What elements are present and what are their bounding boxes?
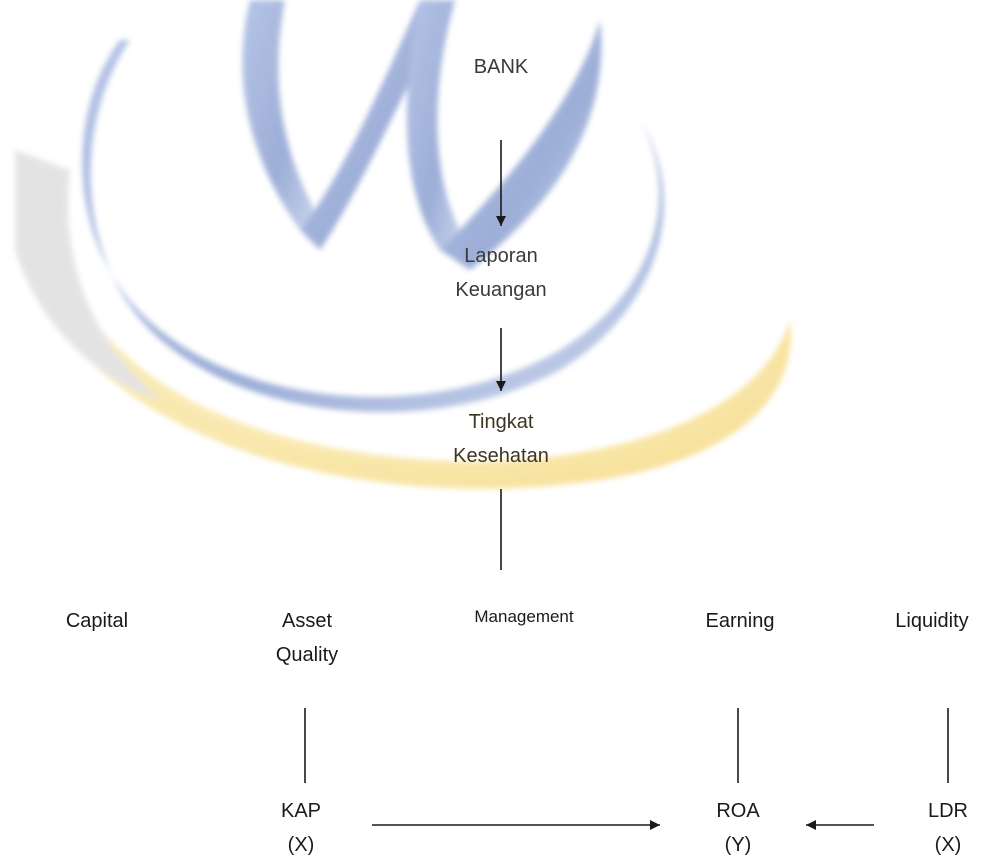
node-roa-line1: ROA — [716, 800, 760, 822]
node-kap: KAP (X) — [281, 794, 321, 862]
node-asset-line2: Quality — [275, 644, 339, 666]
node-liquidity: Liquidity — [895, 604, 968, 638]
node-earning: Earning — [706, 604, 775, 638]
node-ldr-line1: LDR — [927, 800, 969, 822]
node-laporan-keuangan: Laporan Keuangan — [455, 239, 546, 307]
node-ldr-line2: (X) — [934, 834, 962, 856]
node-bank: BANK — [474, 50, 528, 84]
node-capital-label: Capital — [65, 610, 129, 632]
node-kap-line1: KAP — [280, 800, 322, 822]
node-tingkat-line2: Kesehatan — [453, 445, 549, 467]
node-earning-label: Earning — [705, 610, 775, 632]
node-kap-line2: (X) — [287, 834, 315, 856]
node-roa-line2: (Y) — [724, 834, 752, 856]
node-bank-label: BANK — [473, 56, 529, 78]
node-management: Management — [474, 603, 573, 631]
node-laporan-line2: Keuangan — [455, 279, 547, 301]
node-tingkat-line1: Tingkat — [468, 411, 534, 433]
node-capital: Capital — [66, 604, 128, 638]
node-ldr: LDR (X) — [928, 794, 968, 862]
node-tingkat-kesehatan: Tingkat Kesehatan — [453, 405, 549, 473]
node-roa: ROA (Y) — [716, 794, 759, 862]
node-management-label: Management — [474, 607, 574, 626]
node-asset-quality: Asset Quality — [276, 604, 338, 672]
node-laporan-line1: Laporan — [464, 245, 538, 267]
watermark-logo — [15, 0, 791, 489]
node-asset-line1: Asset — [281, 610, 333, 632]
node-liquidity-label: Liquidity — [895, 610, 969, 632]
